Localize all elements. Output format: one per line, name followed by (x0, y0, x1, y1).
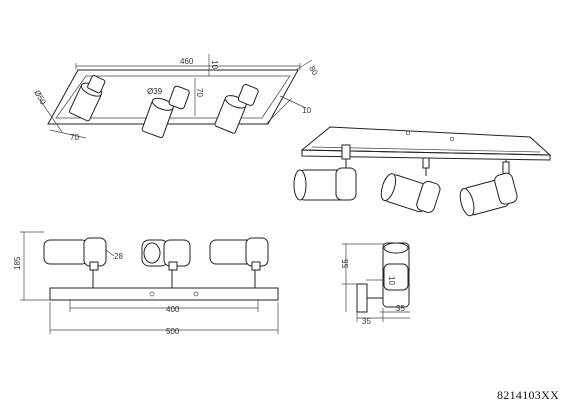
top-view-plate-inner (55, 75, 291, 119)
dim-frame: 10 (210, 60, 219, 69)
top-spot-2 (141, 85, 190, 139)
top-view-plate (47, 69, 299, 125)
dim-height: 70 (195, 88, 204, 97)
perspective-spot-2 (380, 157, 441, 213)
side-base (356, 283, 368, 313)
dim-spot: 35 (362, 317, 371, 326)
dim-spot-dia: 28 (114, 252, 123, 261)
top-spot-3 (214, 84, 259, 134)
dim-spacing: 400 (166, 305, 180, 314)
dim-dia-spot: Ø39 (147, 87, 163, 96)
front-base-bar (49, 287, 279, 301)
perspective-view (293, 126, 552, 217)
dim-width: 80 (307, 65, 320, 78)
dim-depth: 55 (341, 259, 350, 268)
front-spot-3 (209, 237, 269, 271)
dim-length: 460 (180, 57, 194, 66)
dim-head-len: 70 (70, 133, 79, 142)
top-spot-1 (69, 75, 106, 122)
dim-dia-head: Ø50 (32, 89, 48, 107)
perspective-spot-3 (459, 160, 518, 217)
front-view: 28 185 400 500 (13, 231, 279, 336)
dim-height: 185 (13, 256, 22, 270)
dim-total: 500 (166, 327, 180, 336)
dim-base: 35 (396, 304, 405, 313)
dim-frame: 10 (387, 276, 396, 285)
product-code: 8214103XX (497, 388, 560, 402)
dim-frame-side: 10 (302, 106, 311, 115)
side-view: 55 10 35 35 (341, 242, 410, 326)
front-spot-1 (43, 237, 107, 271)
front-spot-2 (141, 239, 191, 271)
top-view: 460 10 70 80 10 Ø50 70 Ø39 (32, 54, 320, 142)
perspective-spot-1 (293, 144, 357, 201)
perspective-plate-front (301, 149, 551, 161)
